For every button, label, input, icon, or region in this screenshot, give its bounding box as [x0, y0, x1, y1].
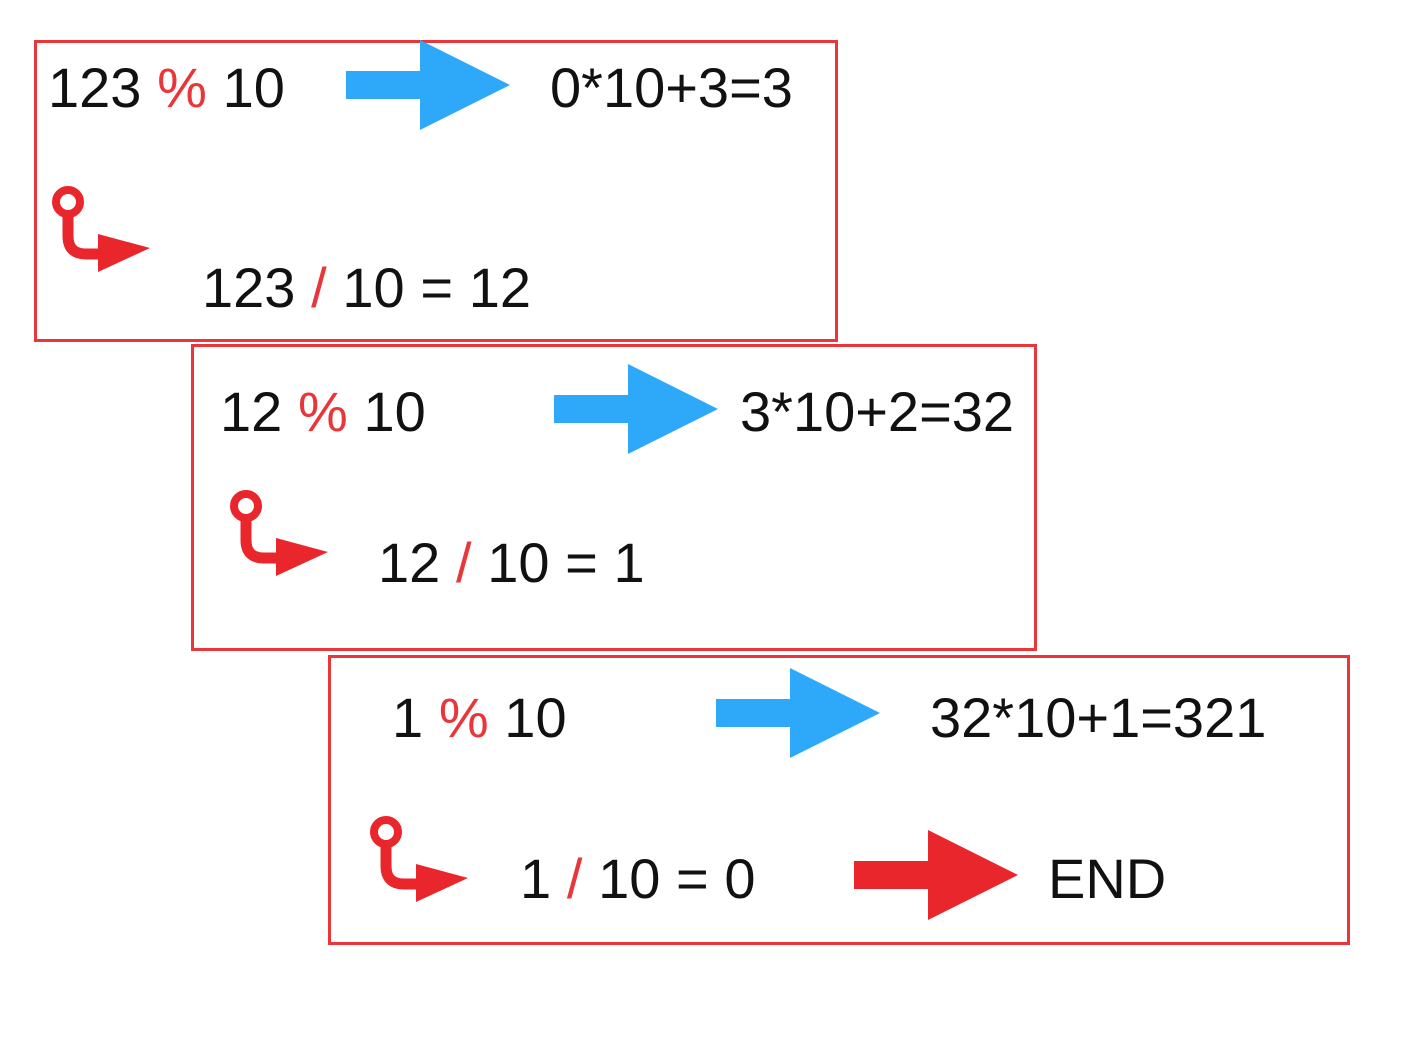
- equals-sign: =: [565, 531, 598, 594]
- div-quotient: 12: [468, 256, 531, 319]
- div-dividend: 123: [202, 256, 296, 319]
- div-divisor: 10: [487, 531, 550, 594]
- div-operator: /: [311, 256, 327, 319]
- mod-dividend: 12: [220, 380, 283, 443]
- step-3-mod-expression: 1%10: [392, 690, 567, 746]
- hook-arrow-icon: [370, 816, 468, 902]
- div-divisor: 10: [598, 847, 661, 910]
- equals-sign: =: [676, 847, 709, 910]
- step-2-mod-expression: 12%10: [220, 384, 426, 440]
- div-operator: /: [566, 847, 583, 910]
- mod-operator: %: [438, 686, 489, 749]
- step-2-result: 3*10+2=32: [740, 380, 1015, 443]
- mod-divisor: 10: [504, 686, 567, 749]
- div-quotient: 0: [724, 847, 756, 910]
- step-3-result: 32*10+1=321: [930, 686, 1267, 749]
- right-arrow-icon: [554, 364, 718, 454]
- step-1-mod-expression: 123%10: [48, 60, 285, 116]
- right-arrow-icon: [854, 830, 1018, 920]
- step-1-result: 0*10+3=3: [550, 56, 793, 119]
- div-dividend: 12: [378, 531, 441, 594]
- mod-divisor: 10: [363, 380, 426, 443]
- div-quotient: 1: [613, 531, 645, 594]
- mod-dividend: 123: [48, 56, 142, 119]
- step-2-div-expression: 12/10=1: [378, 535, 645, 591]
- mod-operator: %: [157, 56, 207, 119]
- step-1-div-expression: 123/10=12: [202, 260, 531, 316]
- hook-arrow-icon: [52, 186, 150, 272]
- step-3-div-expression: 1/10=0: [520, 851, 756, 907]
- end-label: END: [1048, 847, 1167, 910]
- hook-arrow-icon: [230, 490, 328, 576]
- right-arrow-icon: [716, 668, 880, 758]
- div-divisor: 10: [342, 256, 405, 319]
- div-dividend: 1: [520, 847, 552, 910]
- equals-sign: =: [420, 256, 454, 319]
- mod-operator: %: [297, 380, 348, 443]
- right-arrow-icon: [346, 40, 510, 130]
- mod-dividend: 1: [392, 686, 424, 749]
- mod-divisor: 10: [222, 56, 285, 119]
- div-operator: /: [455, 531, 472, 594]
